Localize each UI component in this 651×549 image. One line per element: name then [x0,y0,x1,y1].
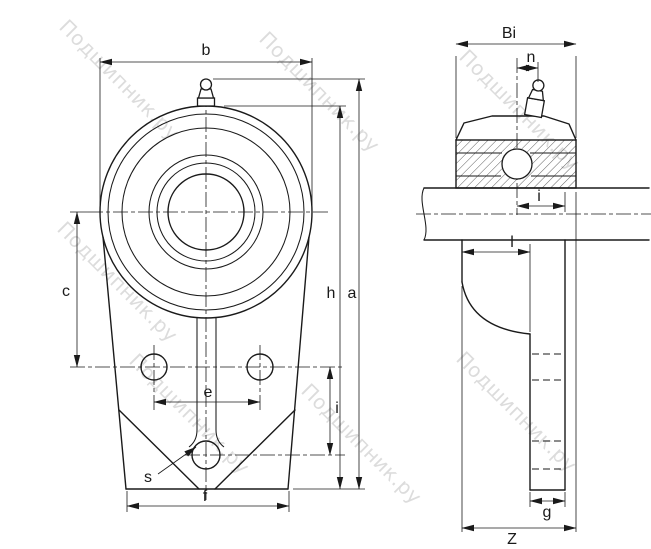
dim-label-n: n [527,49,536,66]
side-view: Bi n i l g [416,25,651,548]
flange-chamfer-right [214,409,296,490]
dim-label-Z: Z [507,531,517,548]
bearing-ball [501,148,533,180]
grease-nipple-side [523,79,546,119]
dim-label-e: e [204,384,213,401]
bore-circle [167,173,245,251]
nipple-ball [199,78,213,91]
rib-left-edge [188,318,198,448]
dim-label-i-side: i [537,188,541,205]
housing-inner-rim-circle [107,113,305,311]
dim-a: a [213,78,365,490]
flange-right-edge [287,236,310,490]
flange-chamfer-left [118,409,200,490]
dim-label-s: s [144,469,152,486]
dim-l: l [461,234,531,332]
transition-curve [461,281,531,335]
dim-label-l: l [510,234,514,251]
dim-c: c [62,211,88,368]
bolt-hole-left [140,353,168,381]
seal-outer-circle [121,127,291,297]
front-view: b c h a e i [62,42,365,512]
dim-Z: Z [461,192,577,548]
flange-body-front [102,236,310,490]
dim-f: f [126,488,290,512]
rib-right-edge [215,318,225,448]
watermark-layer: Подшипник.ру Подшипник.ру Подшипник.ру П… [52,15,584,509]
dim-h: h [224,105,346,490]
watermark-text: Подшипник.ру [296,379,426,509]
grease-nipple-front [196,78,216,107]
dim-g: g [529,492,566,521]
dim-s: s [144,446,197,486]
watermark-text: Подшипник.ру [451,347,581,477]
dim-label-Bi: Bi [502,25,516,42]
shaft-break-line [421,187,427,241]
seal-inner-circle [156,162,256,262]
watermark-text: Подшипник.ру [254,27,384,157]
dim-b: b [99,42,313,206]
watermark-text: Подшипник.ру [124,349,254,479]
bearing-section [455,139,577,189]
dim-label-i-front: i [335,400,339,417]
leader-line [157,446,197,475]
dim-Bi: Bi [455,25,577,138]
flange-left-edge [102,236,127,490]
watermark-text: Подшипник.ру [54,15,184,145]
flange-body-side [461,239,566,491]
dim-e: e [153,384,261,406]
dim-i-front: i [326,366,339,456]
housing-cap [455,115,577,141]
bolt-hole-right [246,353,274,381]
dim-label-f: f [203,488,208,505]
inner-ring-circle [148,154,264,270]
dim-label-g: g [543,504,552,521]
nipple-base [196,97,216,107]
dim-n: n [516,49,539,82]
dim-label-h: h [327,285,336,302]
nipple-ball [532,79,545,92]
dim-label-b: b [202,42,211,59]
dim-i-side: i [516,188,566,212]
dim-label-c: c [62,283,70,300]
dim-label-a: a [348,285,357,302]
